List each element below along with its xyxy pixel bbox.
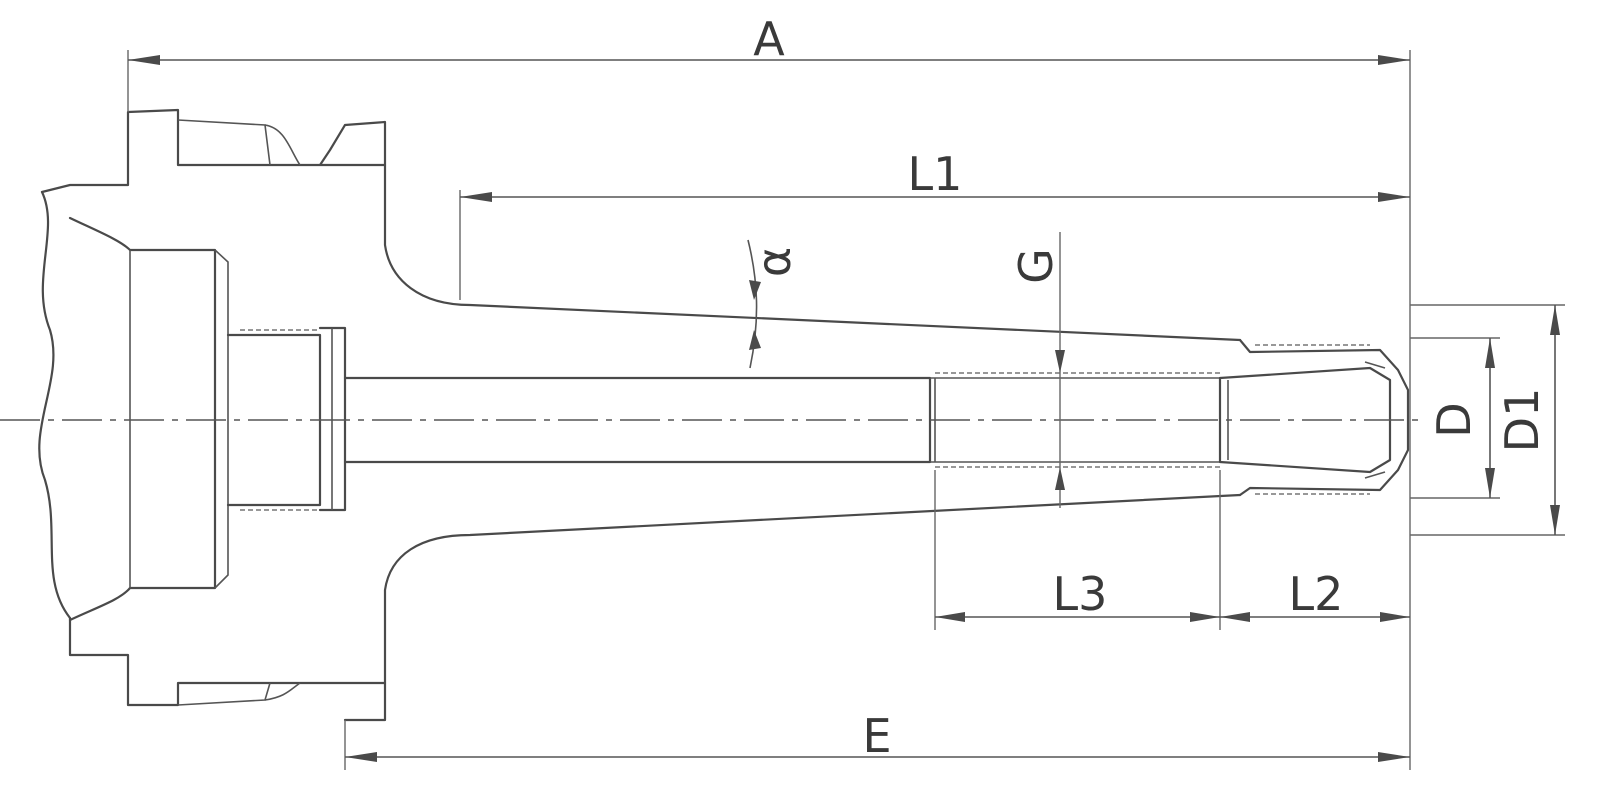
dimension-e: E (345, 709, 1410, 763)
dimension-d1: D1 (1495, 305, 1560, 535)
dimension-d-label: D (1427, 402, 1481, 437)
collet-nut (1218, 338, 1410, 497)
dimension-alpha: α (747, 239, 801, 369)
dimension-l3: L3 (935, 567, 1220, 622)
dimension-l1-label: L1 (908, 147, 963, 201)
dimension-e-label: E (862, 709, 891, 763)
extension-lines (127, 50, 1565, 770)
dimension-l2-label: L2 (1289, 567, 1344, 621)
spindle-flange (38, 108, 387, 722)
dimension-l1: L1 (460, 147, 1410, 202)
dimension-alpha-label: α (747, 247, 801, 277)
dimension-l2: L2 (1220, 567, 1410, 622)
dimension-g: G (1009, 248, 1065, 490)
tapered-body (383, 163, 1242, 685)
dimension-l3-label: L3 (1053, 567, 1108, 621)
dimension-a: A (128, 12, 1410, 66)
dimension-a-label: A (753, 12, 785, 66)
dimension-d: D (1427, 338, 1495, 498)
dimension-d1-label: D1 (1495, 388, 1549, 453)
dimension-g-label: G (1009, 248, 1063, 284)
